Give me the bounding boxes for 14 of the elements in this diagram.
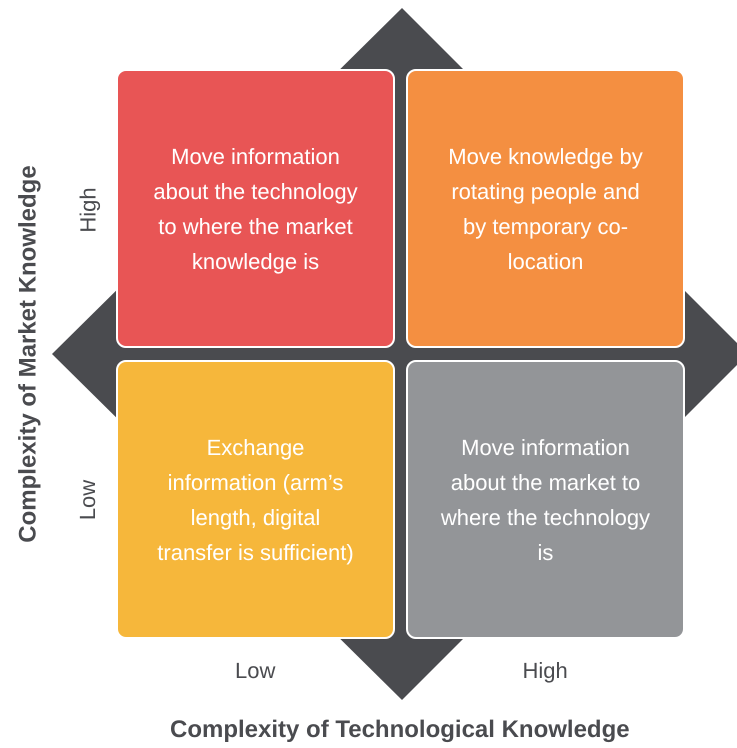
- quadrant-text: Move knowledge by rotating people and by temporary co-location: [447, 142, 644, 276]
- quadrant-text: Move information about the market to where the technology is: [440, 434, 650, 566]
- quadrant-box: [116, 360, 395, 639]
- quadrant-text: Move information about the technology to where the market knowledge is: [152, 142, 359, 276]
- axis-title: Complexity of Technological Knowledge: [170, 716, 630, 744]
- quadrant-box: [116, 69, 395, 348]
- axis-tick-label: Low: [75, 480, 102, 520]
- quadrant-box: [406, 360, 685, 639]
- quadrant-box: [406, 69, 685, 348]
- axis-title: Complexity of Market Knowledge: [14, 165, 42, 543]
- quadrant-text: Exchange information (arm’s length, digital transfer is sufficient): [156, 434, 355, 566]
- axis-tick-label: High: [75, 187, 102, 233]
- axis-tick-label: High: [522, 658, 568, 684]
- axis-tick-label: Low: [235, 658, 276, 684]
